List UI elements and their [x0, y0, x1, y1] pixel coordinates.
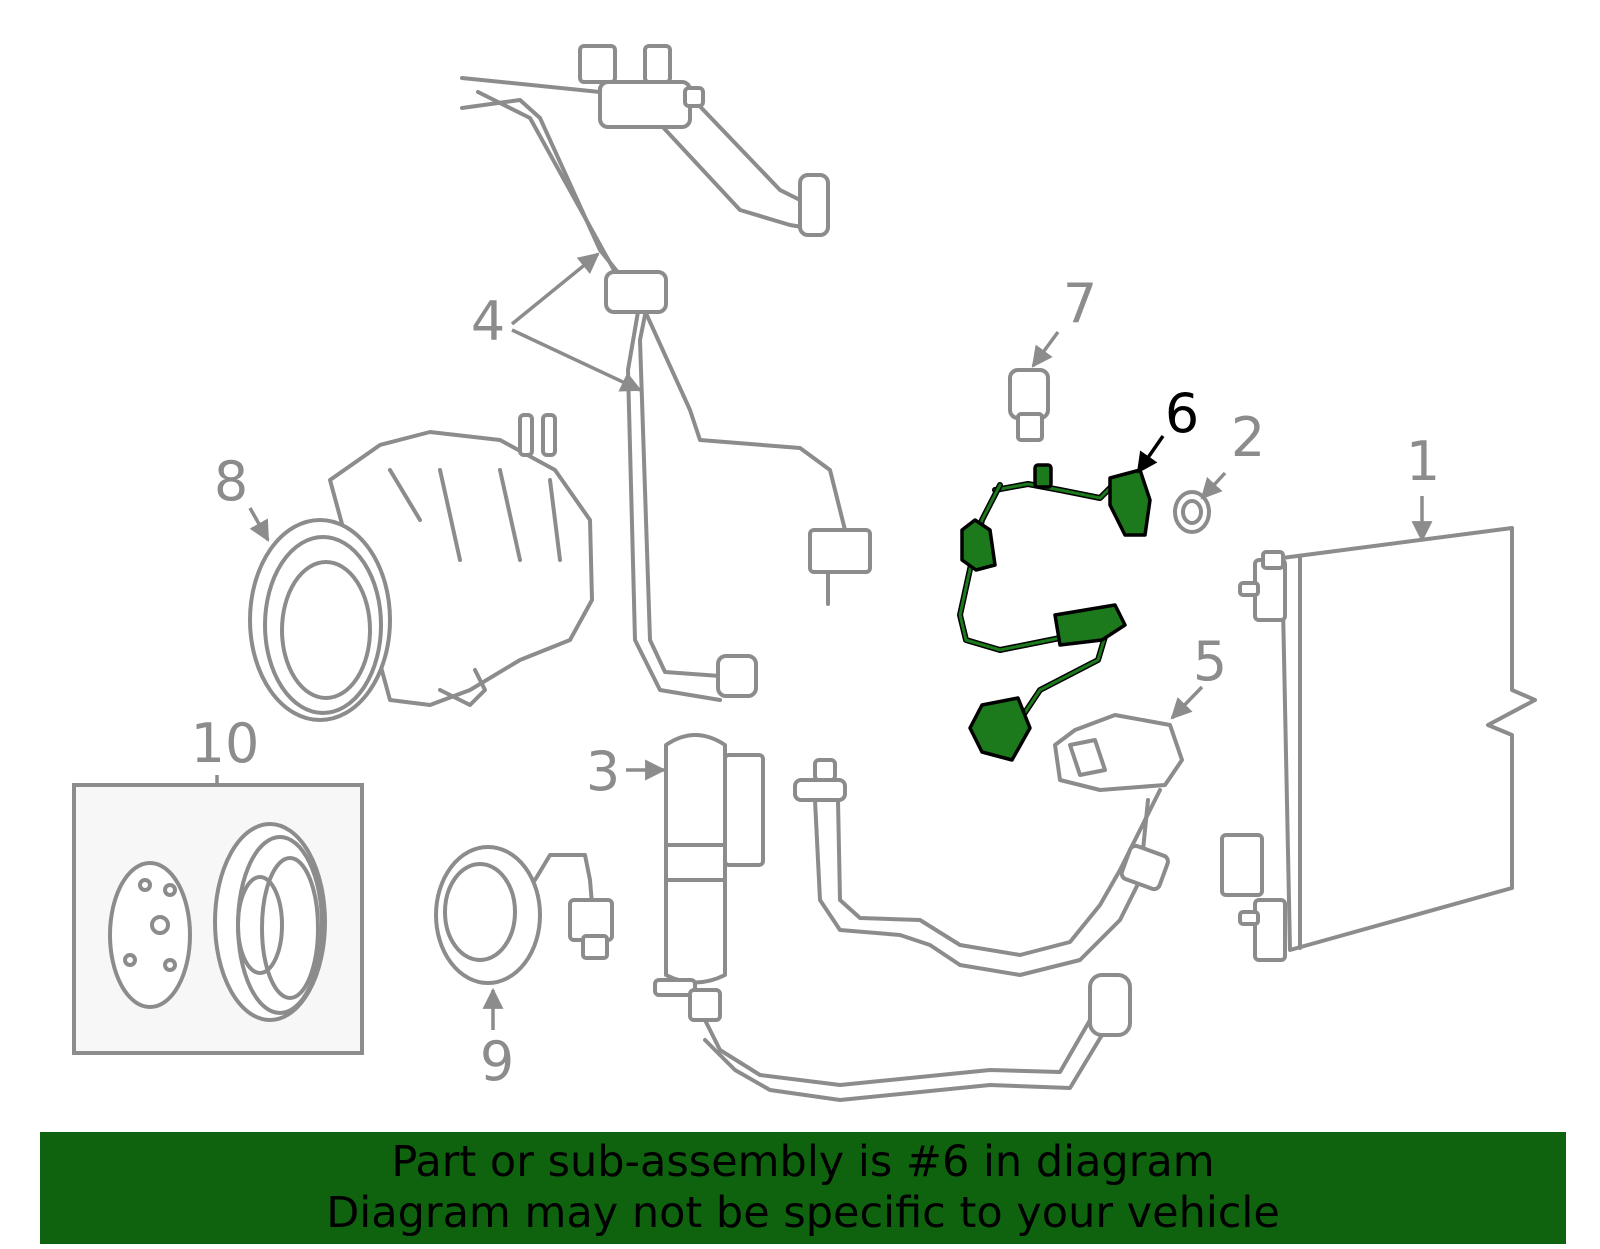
part-1-condenser: [1220, 526, 1537, 962]
leader-4b: [511, 328, 642, 392]
info-banner: Part or sub-assembly is #6 in diagram Di…: [40, 1132, 1566, 1244]
callout-5: 5: [1193, 630, 1227, 693]
callout-6: 6: [1165, 382, 1199, 445]
callout-2: 2: [1231, 406, 1265, 469]
part-2-o-ring: [1173, 490, 1211, 534]
part-3-receiver-drier: [653, 733, 1132, 1102]
leader-5: [1170, 685, 1204, 720]
leader-2: [1200, 471, 1227, 500]
part-7-pressure-switch: [1008, 368, 1050, 442]
hose-flange-lower: [968, 696, 1032, 762]
part-4-line-assembly: [460, 44, 872, 702]
part-10-clutch-kit: [72, 783, 364, 1055]
callout-9: 9: [480, 1030, 514, 1093]
hose-service-port: [1033, 463, 1053, 489]
service-port: [578, 44, 617, 84]
leader-7: [1031, 330, 1060, 368]
callout-8: 8: [214, 450, 248, 513]
parts-diagram: 1 2 3 4 5 6 7 8 9 10: [72, 44, 1537, 1102]
part-6-refrigerant-hose: [957, 463, 1152, 762]
leader-8: [248, 507, 270, 542]
leader-4a: [510, 252, 600, 326]
banner-line-2: Diagram may not be specific to your vehi…: [326, 1188, 1280, 1238]
callout-4: 4: [471, 290, 505, 353]
callout-labels: 1 2 3 4 5 6 7 8 9 10: [191, 272, 1441, 1093]
part-9-clutch-coil: [434, 845, 614, 985]
callout-7: 7: [1063, 272, 1097, 335]
callout-1: 1: [1406, 430, 1440, 493]
callout-3: 3: [586, 740, 620, 803]
part-5-hose-assembly: [793, 713, 1184, 977]
hose-flange-upper: [1108, 468, 1152, 537]
leader-lines: [215, 252, 1433, 1030]
callout-10: 10: [191, 712, 260, 775]
part-8-compressor: [248, 413, 594, 722]
banner-line-1: Part or sub-assembly is #6 in diagram: [391, 1137, 1215, 1187]
leader-6: [1136, 435, 1165, 474]
